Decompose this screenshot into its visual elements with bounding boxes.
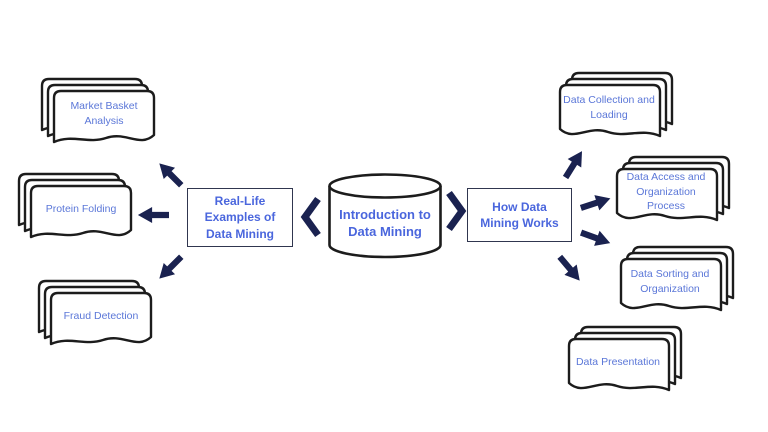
chevron-left-icon [299,194,323,240]
arrow-left-icon [137,206,169,224]
doc-label: Protein Folding [45,202,117,215]
doc-label: Data Collection and Loading [563,94,655,121]
arrow-up-left-icon [152,156,187,191]
arrow-down-right-steep-icon [553,251,587,287]
doc-label: Data Access and Organization Process [626,170,706,213]
database-cylinder: Introduction to Data Mining [327,172,443,260]
left-topic-box: Real-Life Examples of Data Mining [187,188,293,247]
doc-label: Fraud Detection [63,309,139,322]
chevron-right-icon [444,188,468,234]
arrow-up-right-icon [578,189,614,216]
doc-label: Data Sorting and Organization [630,268,710,295]
arrow-down-left-icon [152,250,187,285]
cylinder-icon [328,173,442,259]
doc-data-access-and-organization-process: Data Access and Organization Process [613,155,731,236]
center-title: Introduction to Data Mining [339,207,431,239]
arrow-up-right-steep-icon [558,146,590,183]
doc-data-sorting-and-organization: Data Sorting and Organization [617,245,735,326]
doc-label: Market Basket Analysis [70,100,138,127]
doc-market-basket-analysis: Market Basket Analysis [40,77,158,158]
doc-fraud-detection: Fraud Detection [37,279,155,360]
right-topic-box: How Data Mining Works [467,188,572,242]
left-topic-label: Real-Life Examples of Data Mining [204,194,276,241]
doc-protein-folding: Protein Folding [17,172,135,253]
arrow-down-right-icon [578,224,614,252]
right-topic-label: How Data Mining Works [480,199,559,230]
doc-label: Data Presentation [575,355,661,368]
doc-data-presentation: Data Presentation [565,325,683,406]
doc-data-collection-and-loading: Data Collection and Loading [556,71,674,152]
